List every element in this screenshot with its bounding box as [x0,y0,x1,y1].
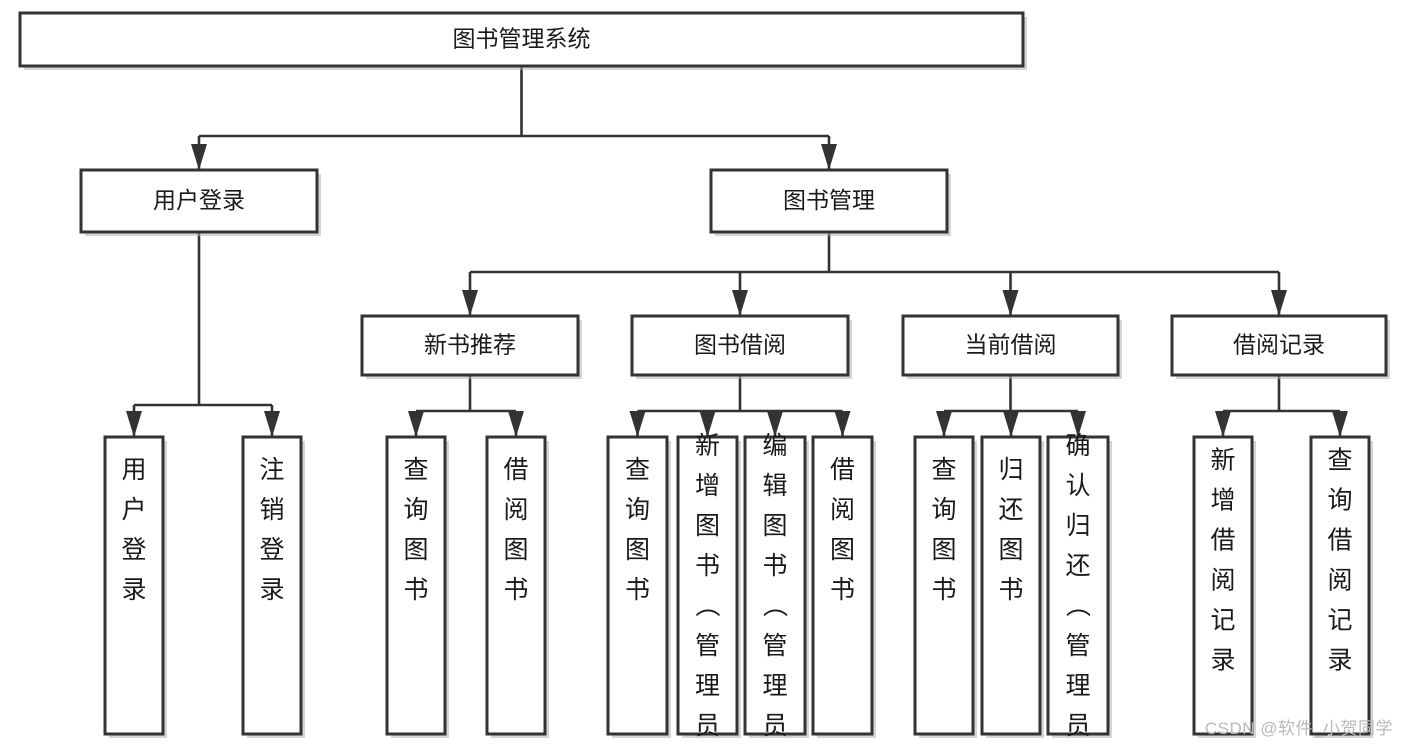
node-label: 用户登录 [121,456,146,604]
connector-arrowhead [1002,290,1019,316]
node-label: 借阅图书 [503,456,528,604]
connector-arrowhead [191,144,207,170]
node-label: 确认归还（管理员） [1065,432,1091,747]
node-label: 归还图书 [998,456,1023,604]
node-label: 借阅图书 [830,456,855,604]
node-outline [103,435,165,736]
node-label: 借阅记录 [1233,332,1325,358]
connector-arrowhead [508,411,524,437]
node-book-borrow[interactable]: 图书借阅 [630,314,852,379]
node-label: 图书借阅 [694,332,786,358]
connector-arrowhead [408,411,424,437]
node-leaf-query-borrow-record[interactable]: 查询借阅记录 [1309,435,1373,738]
watermark-label: CSDN @软件_小贺同学 [1204,719,1393,738]
node-label: 编辑图书（管理员） [762,432,788,747]
node-label: 当前借阅 [965,332,1057,358]
connector-arrowhead [629,411,646,437]
node-label: 新增借阅记录 [1210,446,1235,674]
node-leaf-confirm-return[interactable]: 确认归还（管理员） [1046,432,1112,747]
node-leaf-user-login[interactable]: 用户登录 [103,435,167,738]
node-label: 查询图书 [403,456,428,604]
node-leaf-query-book-borrow[interactable]: 查询图书 [606,435,671,738]
node-label: 新增图书（管理员） [695,432,721,747]
node-outline [1170,314,1388,377]
node-outline [676,435,739,736]
node-user-login[interactable]: 用户登录 [79,168,321,236]
node-new-book-recommend[interactable]: 新书推荐 [360,314,582,379]
node-label: 新书推荐 [424,332,516,358]
node-current-borrow[interactable]: 当前借阅 [901,314,1122,379]
node-outline [811,435,874,736]
node-label: 图书管理 [783,187,875,213]
connector-arrowhead [732,290,748,316]
connector-arrowhead [1215,411,1231,437]
node-label: 查询借阅记录 [1327,446,1352,674]
node-leaf-query-book-current[interactable]: 查询图书 [913,435,977,738]
node-outline [485,435,547,736]
node-label: 用户登录 [153,187,245,213]
connector-arrowhead [699,411,716,437]
node-leaf-borrow-book[interactable]: 借阅图书 [811,435,876,738]
node-leaf-user-logout[interactable]: 注销登录 [241,435,305,738]
connector-arrowhead [264,411,280,437]
node-outline [1046,435,1110,736]
node-outline [606,435,669,736]
node-label: 查询图书 [931,456,956,604]
connector-arrowhead [1003,411,1019,437]
node-outline [241,435,303,736]
node-outline [980,435,1042,736]
connector-arrowhead [767,411,783,437]
node-outline [18,11,1025,68]
connector-arrowhead [1070,411,1086,437]
node-label: 图书管理系统 [453,26,591,52]
node-leaf-add-book[interactable]: 新增图书（管理员） [676,432,741,747]
connector-arrowhead [1332,411,1348,437]
node-leaf-add-borrow-record[interactable]: 新增借阅记录 [1192,435,1256,738]
node-label: 查询图书 [625,456,650,604]
node-outline [1309,435,1371,736]
node-label: 注销登录 [259,456,284,604]
nodes-layer: 图书管理系统用户登录图书管理新书推荐图书借阅当前借阅借阅记录用户登录注销登录查询… [18,11,1390,747]
node-outline [1192,435,1254,736]
connector-arrowhead [1271,290,1287,316]
node-borrow-record[interactable]: 借阅记录 [1170,314,1390,379]
connector-arrowhead [126,411,142,437]
node-leaf-borrow-book-recommend[interactable]: 借阅图书 [485,435,549,738]
node-outline [901,314,1120,377]
node-book-manage[interactable]: 图书管理 [709,168,951,236]
connector-arrowhead [462,290,478,316]
connector-arrowhead [936,411,952,437]
node-outline [743,435,807,736]
node-leaf-edit-book[interactable]: 编辑图书（管理员） [743,432,809,747]
node-outline [79,168,319,234]
node-outline [385,435,447,736]
node-leaf-return-book[interactable]: 归还图书 [980,435,1044,738]
node-root[interactable]: 图书管理系统 [18,11,1027,70]
connector-arrowhead [834,411,851,437]
connector-arrowhead [821,144,837,170]
node-outline [913,435,975,736]
node-outline [709,168,949,234]
node-outline [360,314,580,377]
node-leaf-query-book-recommend[interactable]: 查询图书 [385,435,449,738]
node-outline [630,314,850,377]
connectors-layer [126,66,1348,437]
